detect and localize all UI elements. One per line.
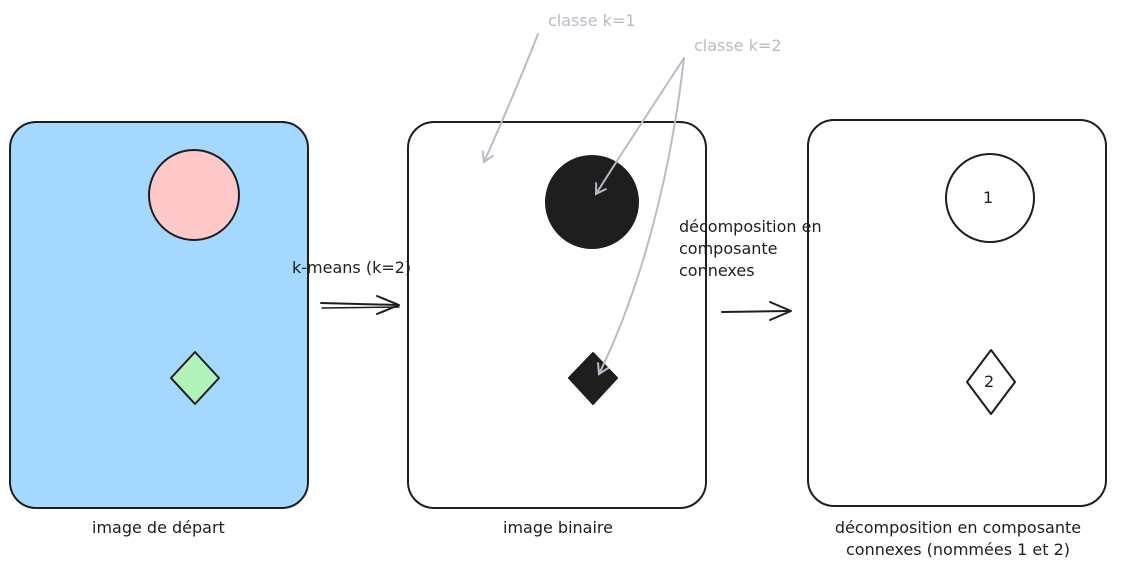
class1-annotation-arrow <box>484 33 539 162</box>
component-1-circle <box>945 153 1035 243</box>
pink-circle-shape <box>148 149 240 241</box>
component-2-diamond <box>966 349 1016 415</box>
kmeans-arrow <box>320 295 400 315</box>
components-caption: décomposition en composante connexes (no… <box>834 518 1082 559</box>
kmeans-arrow-label: k-means (k=2) <box>292 258 412 277</box>
class2-annotation-arrow-circle <box>596 57 685 194</box>
components-panel <box>807 119 1107 507</box>
binary-image-caption: image binaire <box>503 518 613 537</box>
class2-annotation-arrow-diamond <box>599 57 685 374</box>
component-1-label: 1 <box>983 188 994 207</box>
class2-annotation-label: classe k=2 <box>694 36 782 55</box>
decomposition-arrow <box>721 301 792 321</box>
decomposition-arrow-label: décomposition en composante connexes <box>679 217 822 280</box>
green-diamond-shape <box>170 351 220 405</box>
class1-annotation-label: classe k=1 <box>548 11 636 30</box>
component-2-label: 2 <box>984 372 995 391</box>
start-image-caption: image de départ <box>92 518 225 537</box>
black-circle-shape <box>545 155 639 249</box>
